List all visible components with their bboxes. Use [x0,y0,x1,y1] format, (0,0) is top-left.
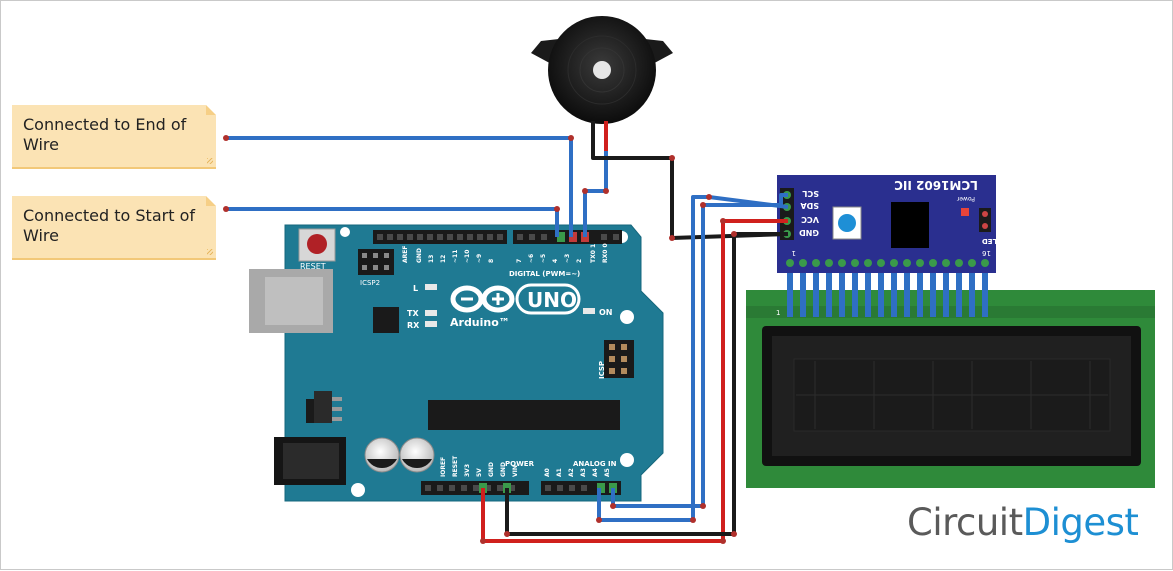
i2c-module [777,175,996,273]
reset-label: RESET [300,262,326,271]
icsp2-label: ICSP2 [360,279,380,287]
analog-in-label: ANALOG IN [573,460,617,468]
digital-label: DIGITAL (PWM=~) [509,270,580,278]
circuit-digest-logo: CircuitDigest [907,501,1139,544]
power-pin-labels: IOREF RESET 3V3 5V GND GND VIN [440,455,519,477]
wire-end [226,136,573,237]
tx-label: TX [407,309,419,318]
pin-label: A4 [592,468,599,477]
note-fold [206,105,216,115]
pin-label: 3V3 [464,464,471,477]
pin-label: TX0 1 [590,244,597,263]
pin-label: ~6 [528,254,535,263]
uno-label: UNO [527,288,577,312]
note-corner [207,158,213,164]
note-start-of-wire: Connected to Start of Wire [12,196,216,258]
pin-label: GND [416,248,423,263]
pin-label: 8 [488,259,495,263]
pin-label: 5V [476,468,483,477]
wire-sda [597,195,789,522]
note-fold [206,196,216,206]
i2c-power-label: Power [956,195,975,202]
note-end-text: Connected to End of Wire [23,115,187,154]
pin-label: ~5 [540,254,547,263]
lcd-display [746,261,1155,488]
pin-label: A0 [544,468,551,477]
lcd-pin1-label: 1 [776,309,780,317]
i2c-pin-label: SCL [802,189,819,198]
i2c-pin1-label: 1 [792,249,796,257]
pin-label: 2 [576,259,583,263]
brand-part-digest: Digest [1022,501,1139,544]
arduino-uno-board [249,224,664,502]
note-start-text: Connected to Start of Wire [23,206,195,245]
i2c-title: LCM1602 IIC [894,178,978,192]
pin-label: RX0 0 [602,243,609,263]
arduino-brand-label: Arduino™ [450,316,510,329]
i2c-pin-label: VCC [801,215,819,224]
icsp-label: ICSP [598,361,606,379]
i2c-led-label: LED [982,237,997,245]
pin-label: A2 [568,468,575,477]
pin-label: 12 [440,255,447,263]
pin-label: A3 [580,468,587,477]
pin-label: AREF [402,246,409,263]
i2c-pin-label: SDA [800,201,819,210]
pin-label: ~9 [476,254,483,263]
i2c-pin-label: GND [799,228,819,237]
pin-label: A5 [604,468,611,477]
brand-part-circuit: Circuit [907,501,1023,544]
l-label: L [413,284,418,293]
rx-label: RX [407,321,420,330]
wire-buzzer-signal [583,151,608,237]
pin-label: 7 [516,259,523,263]
pin-label: ~3 [564,254,571,263]
note-end-of-wire: Connected to End of Wire [12,105,216,167]
pin-label: 13 [428,255,435,263]
pin-label: ~10 [464,250,471,263]
pin-label: A1 [556,468,563,477]
buzzer [531,16,673,153]
pin-label: RESET [452,455,459,477]
analog-pin-labels: A0 A1 A2 A3 A4 A5 [544,468,611,477]
power-label: POWER [505,460,535,468]
pin-label: VIN [512,465,519,477]
pin-label: GND [488,462,495,477]
pin-label: IOREF [440,457,447,477]
i2c-pin-labels: SCL SDA VCC GND [799,189,819,237]
i2c-pin16-label: 16 [982,249,991,257]
on-label: ON [599,308,613,317]
top-pin-labels: AREF GND 13 12 ~11 ~10 ~9 8 7 ~6 ~5 4 ~3 2 TX0 1 RX0 0 [402,243,609,263]
note-corner [207,249,213,255]
pin-label: GND [500,462,507,477]
pin-label: 4 [552,259,559,263]
pin-label: ~11 [452,250,459,263]
